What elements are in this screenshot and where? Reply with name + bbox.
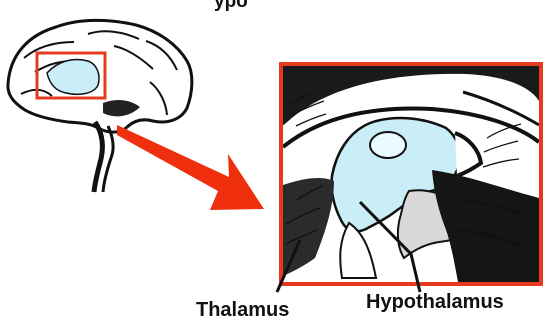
thalamus-label: Thalamus — [196, 300, 289, 320]
page-title-fragment: ypo — [214, 0, 248, 13]
magnified-view — [283, 66, 539, 282]
brainstem-outline — [94, 122, 102, 192]
brainstem-inner-line — [103, 126, 113, 192]
red-arrow-icon — [117, 125, 264, 210]
thalamic-mass — [370, 132, 406, 158]
hypothalamus-label: Hypothalamus — [366, 292, 504, 312]
zoom-arrow — [117, 125, 264, 210]
small-brain-illustration — [8, 20, 192, 192]
